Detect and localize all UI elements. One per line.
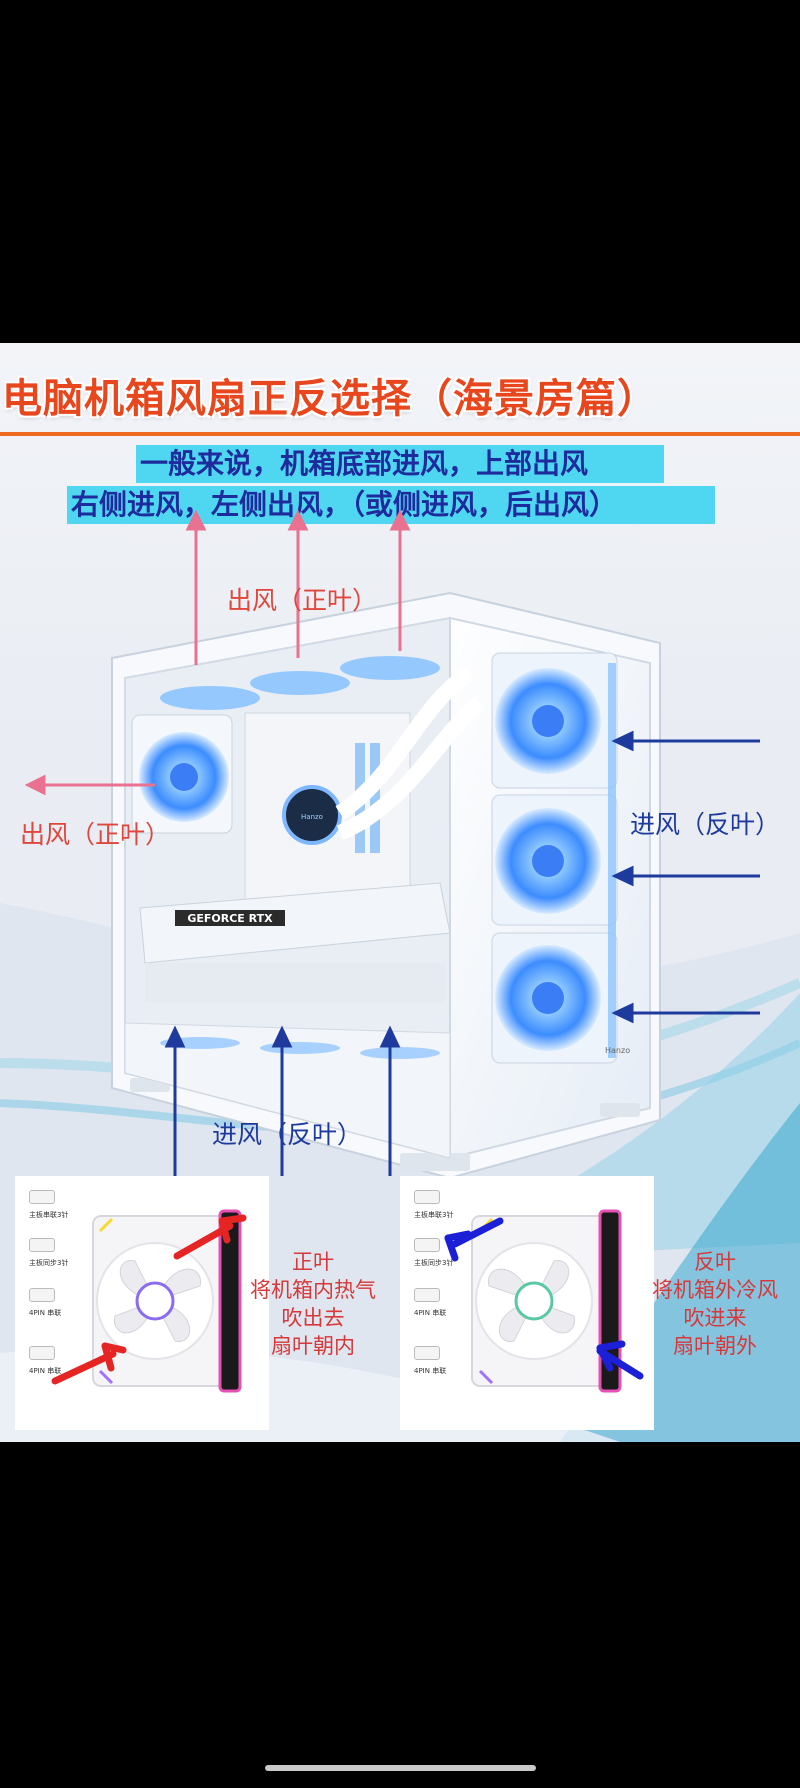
bottom-black-bar <box>0 1442 800 1788</box>
reverse-blade-fan-panel: 主板串联3针 主板同步3针 4PIN 串联 4PIN 串联 <box>400 1176 654 1430</box>
connector-label: 主板同步3针 <box>29 1259 69 1267</box>
gpu-brand-text: GEFORCE RTX <box>187 912 273 925</box>
bottom-intake-label: 进风（反叶） <box>212 1120 363 1149</box>
title-divider <box>0 432 800 436</box>
top-black-bar <box>0 0 800 343</box>
fan-direction-poster: 电脑机箱风扇正反选择（海景房篇） 一般来说，机箱底部进风，上部出风 右侧进风，左… <box>0 343 800 1442</box>
caption-line: 扇叶朝内 <box>271 1334 355 1358</box>
connector-label: 4PIN 串联 <box>29 1309 62 1317</box>
connector-label: 4PIN 串联 <box>414 1367 447 1375</box>
intro-line-1: 一般来说，机箱底部进风，上部出风 <box>136 445 664 483</box>
caption-line: 将机箱外冷风 <box>652 1278 778 1302</box>
reverse-blade-caption: 反叶 将机箱外冷风 吹进来 扇叶朝外 <box>652 1248 778 1360</box>
caption-line: 吹出去 <box>281 1306 345 1330</box>
connector-label: 4PIN 串联 <box>29 1367 62 1375</box>
caption-line: 扇叶朝外 <box>673 1334 757 1358</box>
case-brand-text: Hanzo <box>605 1046 630 1055</box>
connector-icon <box>414 1288 440 1302</box>
normal-blade-fan-panel: 主板串联3针 主板同步3针 4PIN 串联 4PIN 串联 <box>15 1176 269 1430</box>
caption-line: 吹进来 <box>683 1306 747 1330</box>
svg-text:Hanzo: Hanzo <box>301 813 323 821</box>
top-fan-row <box>160 656 440 710</box>
connector-icon <box>29 1238 55 1252</box>
caption-line: 正叶 <box>292 1250 334 1274</box>
connector-icon <box>414 1190 440 1204</box>
normal-blade-caption: 正叶 将机箱内热气 吹出去 扇叶朝内 <box>250 1248 376 1360</box>
home-indicator[interactable] <box>265 1765 536 1771</box>
connector-icon <box>29 1288 55 1302</box>
connector-icon <box>29 1190 55 1204</box>
connector-label: 4PIN 串联 <box>414 1309 447 1317</box>
connector-icon <box>414 1346 440 1360</box>
normal-blade-fan-image <box>51 1209 247 1393</box>
connector-label: 主板同步3针 <box>414 1259 454 1267</box>
caption-line: 将机箱内热气 <box>250 1278 376 1302</box>
pc-case-illustration: Hanzo GEFORCE RTX Hanzo <box>24 509 760 1180</box>
top-exhaust-label: 出风（正叶） <box>227 586 378 615</box>
side-intake-label: 进风（反叶） <box>630 810 781 839</box>
connector-label: 主板串联3针 <box>414 1211 454 1219</box>
caption-line: 反叶 <box>694 1250 736 1274</box>
connector-label: 主板串联3针 <box>29 1211 69 1219</box>
intake-arrows <box>164 730 760 1176</box>
poster-title: 电脑机箱风扇正反选择（海景房篇） <box>0 362 800 422</box>
intro-line-2: 右侧进风，左侧出风，（或侧进风，后出风） <box>67 486 715 524</box>
side-fan-stack <box>491 652 618 1064</box>
reverse-blade-fan-image <box>444 1209 644 1393</box>
connector-icon <box>414 1238 440 1252</box>
rear-exhaust-label: 出风（正叶） <box>20 820 171 849</box>
exhaust-arrows <box>24 509 411 796</box>
title-text: 电脑机箱风扇正反选择（海景房篇） <box>2 376 658 422</box>
connector-icon <box>29 1346 55 1360</box>
